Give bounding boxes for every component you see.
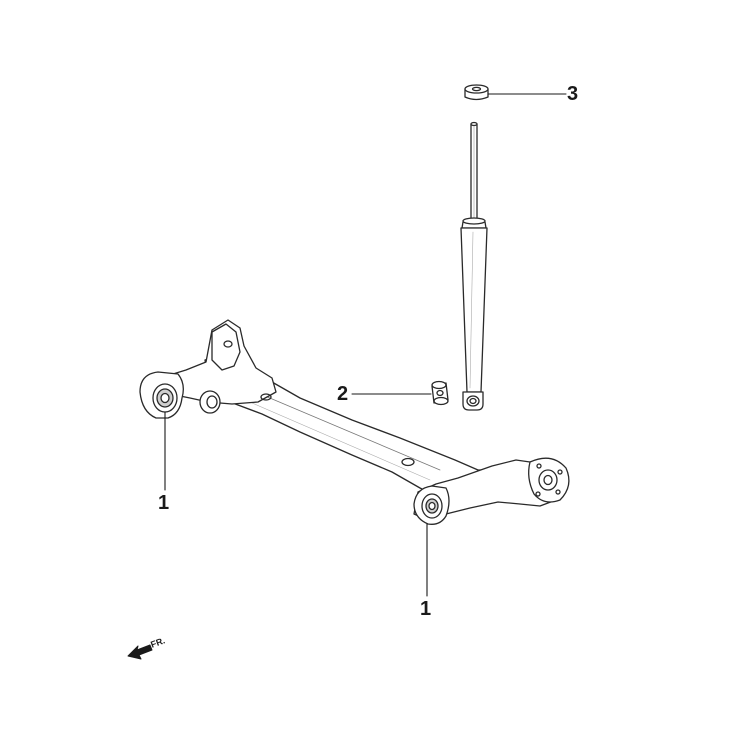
lower-shock-bushing (431, 380, 449, 406)
upper-mount-bushing (464, 84, 489, 101)
callout-1-left: 1 (158, 492, 170, 514)
rear-axle-beam (139, 319, 570, 525)
shock-absorber (460, 121, 488, 411)
callout-3: 3 (567, 83, 579, 105)
leader-lines (164, 93, 567, 597)
callout-1-right: 1 (420, 598, 432, 620)
callout-2: 2 (337, 383, 349, 405)
front-direction-arrow-icon (127, 644, 153, 660)
